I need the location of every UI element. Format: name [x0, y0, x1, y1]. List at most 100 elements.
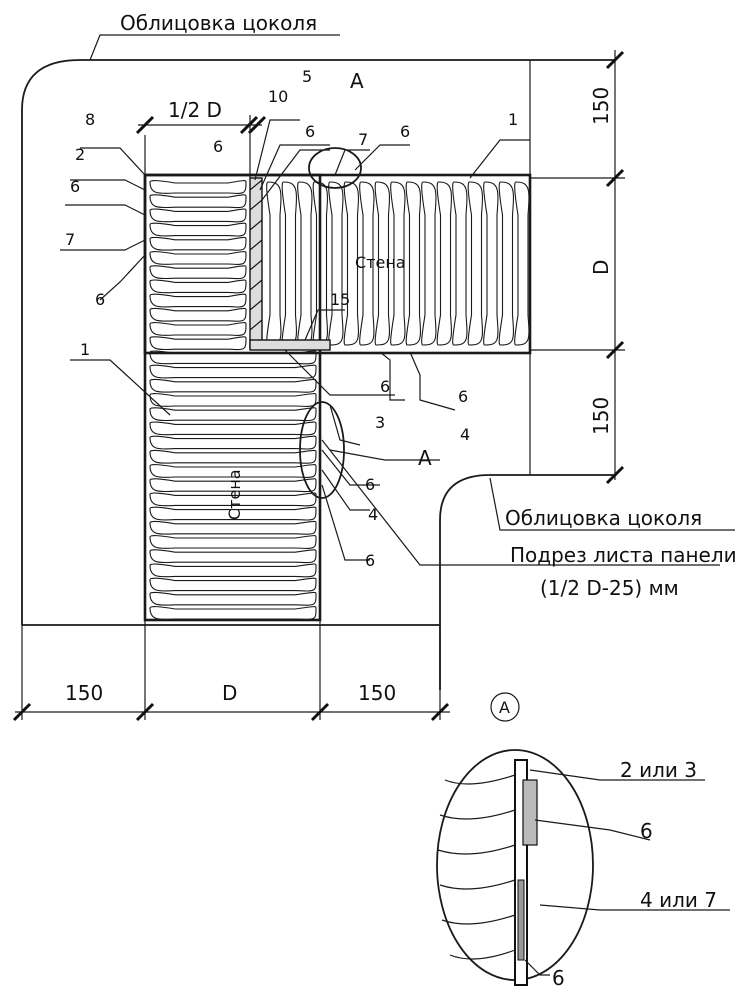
- label-cut-line1: Подрез листа панели: [510, 543, 737, 567]
- insulation-loop: [149, 279, 247, 294]
- dim-tick: [310, 702, 330, 722]
- insulation-loop: [149, 506, 317, 521]
- insulation-loop: [149, 322, 247, 336]
- insulation-loop: [343, 181, 359, 346]
- label-detail-a-side: А: [418, 446, 432, 470]
- insulation-loop: [149, 464, 317, 478]
- label-detail-a-circle: А: [499, 698, 510, 717]
- insulation-loop: [281, 181, 297, 346]
- insulation-loop: [149, 591, 317, 606]
- dim-right-center: D: [589, 260, 613, 275]
- callout-5: 5: [302, 67, 312, 86]
- callout-6: 6: [213, 137, 223, 156]
- insulation-loop: [297, 181, 313, 346]
- insulation-loop: [149, 364, 317, 379]
- callout-7: 7: [358, 130, 368, 149]
- insulation-loop: [149, 222, 247, 237]
- insulation-loop: [149, 563, 317, 578]
- insulation-loop: [149, 350, 317, 365]
- label-detail-a-top: А: [350, 69, 364, 93]
- label-detail-4or7: 4 или 7: [640, 888, 717, 912]
- dim-tick: [605, 465, 625, 485]
- insulation-loop: [149, 236, 247, 251]
- facing-outline-bottom-right: [439, 474, 615, 690]
- insulation-loop: [149, 393, 317, 407]
- label-half-d: 1/2 D: [168, 98, 222, 122]
- callout-1: 1: [80, 340, 90, 359]
- dim-tick: [605, 340, 625, 360]
- insulation-loop: [390, 181, 406, 346]
- insulation-loop: [483, 181, 499, 346]
- detail-a-view: [436, 692, 730, 986]
- insulation-loop: [149, 535, 317, 549]
- insulation-loop: [359, 181, 375, 346]
- leader-lines: [60, 34, 735, 566]
- callout-3: 3: [375, 413, 385, 432]
- joint-profile-horizontal: [249, 339, 331, 351]
- insulation-loop: [452, 181, 468, 346]
- insulation-loop: [149, 265, 247, 280]
- callout-6: 6: [380, 377, 390, 396]
- insulation-loop: [149, 407, 317, 422]
- insulation-loop: [149, 520, 317, 535]
- dim-tick: [247, 115, 267, 135]
- callout-6: 6: [458, 387, 468, 406]
- callout-4: 4: [460, 425, 470, 444]
- callout-4: 4: [368, 505, 378, 524]
- label-cut-line2: (1/2 D-25) мм: [540, 576, 679, 600]
- insulation-loop: [149, 336, 247, 351]
- insulation-loop: [149, 577, 317, 592]
- detail-insulation-lines: [437, 774, 516, 960]
- facing-outline-top-left: [21, 59, 615, 625]
- label-detail-2or3: 2 или 3: [620, 758, 697, 782]
- callout-6: 6: [365, 475, 375, 494]
- joint-profile-vertical: [249, 177, 263, 349]
- insulation-loop: [149, 449, 317, 464]
- insulation-loop: [149, 378, 317, 393]
- detail-circle-a-side: [299, 401, 345, 499]
- insulation-loop: [436, 181, 452, 346]
- dim-right-top: 150: [589, 87, 613, 125]
- dim-tick: [135, 115, 155, 135]
- dim-tick: [12, 702, 32, 722]
- insulation-loop: [149, 549, 317, 564]
- label-detail-6b: 6: [552, 966, 565, 990]
- callout-15: 15: [330, 290, 350, 309]
- insulation-loop: [149, 194, 247, 209]
- detail-circle-a-top: [308, 147, 362, 189]
- insulation-loop: [149, 208, 247, 223]
- detail-a-marker-circle: [490, 692, 520, 722]
- insulation-loop: [149, 293, 247, 308]
- callout-7: 7: [65, 230, 75, 249]
- callout-10: 10: [268, 87, 288, 106]
- callout-2: 2: [75, 145, 85, 164]
- callout-6: 6: [305, 122, 315, 141]
- label-wall-left: Стена: [225, 469, 244, 520]
- panel-left-outline: [143, 173, 322, 622]
- insulation-loop: [149, 435, 317, 450]
- insulation-loop: [149, 606, 317, 620]
- insulation-loop: [514, 181, 530, 346]
- label-detail-6a: 6: [640, 819, 653, 843]
- dim-tick: [605, 168, 625, 188]
- dim-bottom-left: 150: [65, 681, 103, 705]
- callout-6: 6: [95, 290, 105, 309]
- label-facing-top: Облицовка цоколя: [120, 11, 317, 35]
- insulation-loop: [421, 181, 437, 346]
- insulation-loop: [467, 181, 483, 346]
- label-facing-right: Облицовка цоколя: [505, 506, 702, 530]
- detail-strip-4or7: [517, 879, 525, 961]
- insulation-left-panel: [149, 180, 317, 620]
- dim-tick: [430, 702, 450, 722]
- callout-6: 6: [70, 177, 80, 196]
- insulation-loop: [498, 181, 514, 346]
- insulation-loop: [328, 181, 344, 346]
- dim-tick: [605, 50, 625, 70]
- insulation-loop: [405, 181, 421, 346]
- callout-8: 8: [85, 110, 95, 129]
- insulation-loop: [149, 492, 317, 507]
- dim-tick: [239, 115, 259, 135]
- dim-bottom-center: D: [222, 681, 237, 705]
- insulation-loop: [149, 307, 247, 322]
